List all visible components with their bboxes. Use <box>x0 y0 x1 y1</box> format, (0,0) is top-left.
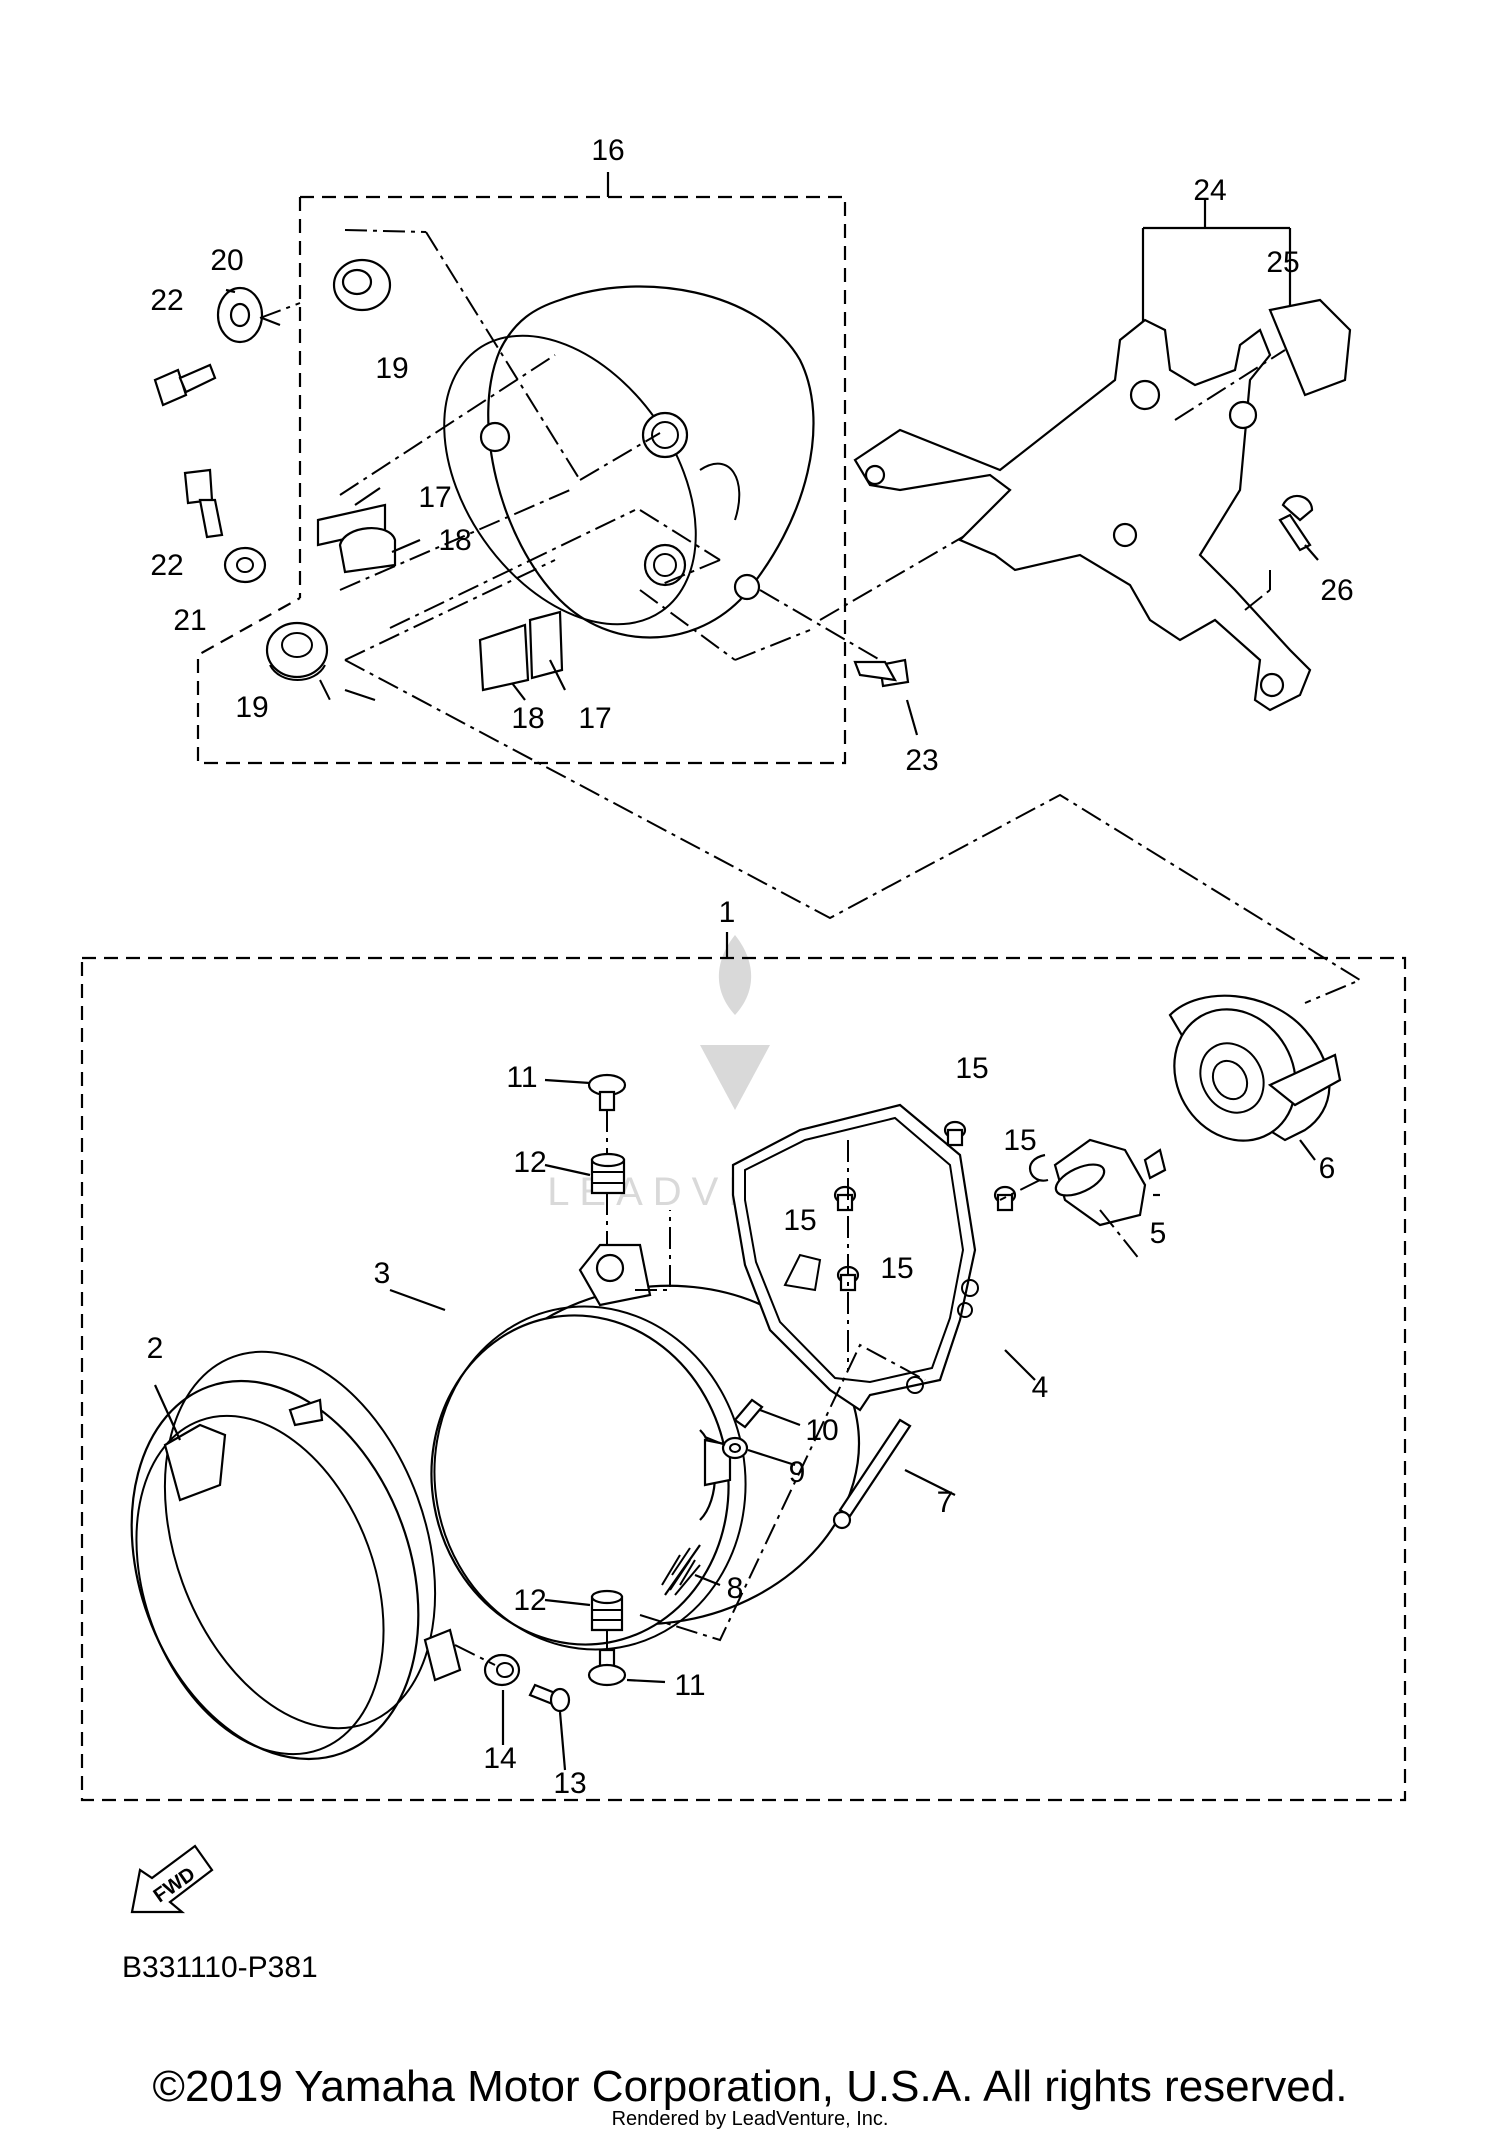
callout-2: 2 <box>147 1332 164 1365</box>
callout-12a: 12 <box>513 1146 546 1179</box>
washer <box>223 546 267 584</box>
copyright-text: ©2019 Yamaha Motor Corporation, U.S.A. A… <box>152 2062 1348 2111</box>
socket-cover <box>1168 994 1342 1142</box>
callout-20: 20 <box>210 244 243 277</box>
callout-25: 25 <box>1266 246 1299 279</box>
callout-3: 3 <box>374 1257 391 1290</box>
callout-12b: 12 <box>513 1584 546 1617</box>
callouts: 16 24 25 20 22 19 17 18 22 21 19 18 17 2… <box>147 134 1354 1800</box>
headlight-shell <box>443 285 815 639</box>
bolt-26 <box>1278 513 1312 552</box>
callout-9: 9 <box>789 1456 806 1489</box>
callout-18a: 18 <box>438 524 471 557</box>
callout-4: 4 <box>1032 1371 1049 1404</box>
callout-22b: 22 <box>150 549 183 582</box>
bolt-top-left <box>153 363 217 407</box>
pivot-15-a <box>943 1120 967 1147</box>
callout-11a: 11 <box>506 1061 537 1094</box>
callout-15c: 15 <box>783 1204 816 1237</box>
callout-8: 8 <box>727 1572 744 1605</box>
callout-19a: 19 <box>375 352 408 385</box>
pivot-15-c <box>833 1185 857 1212</box>
grommet-12-top <box>590 1152 626 1245</box>
rendered-by-text: Rendered by LeadVenture, Inc. <box>611 2108 889 2130</box>
callout-14: 14 <box>483 1742 516 1775</box>
callout-19b: 19 <box>235 691 268 724</box>
callout-17a: 17 <box>418 481 451 514</box>
diagram-code: B331110-P381 <box>122 1951 318 1984</box>
callout-16: 16 <box>591 134 624 167</box>
callout-15d: 15 <box>880 1252 913 1285</box>
callout-10: 10 <box>805 1414 838 1447</box>
callout-15a: 15 <box>955 1052 988 1085</box>
callout-7: 7 <box>937 1486 954 1519</box>
screw-11-top <box>587 1073 627 1155</box>
callout-15b: 15 <box>1003 1124 1036 1157</box>
nut <box>721 1436 749 1460</box>
callout-11b: 11 <box>674 1669 705 1702</box>
leader-lines <box>153 288 1319 1771</box>
bracket-plate <box>1268 298 1352 397</box>
collar <box>216 286 281 344</box>
clip-lower <box>478 610 564 692</box>
shell-assembly-group <box>153 172 1116 765</box>
screw-11-bottom <box>587 1648 627 1687</box>
headlight-bulb <box>999 1138 1167 1261</box>
grommet-lower <box>265 621 329 681</box>
spring <box>661 1544 701 1596</box>
headlight-unit-group <box>80 932 1407 1802</box>
callout-6: 6 <box>1319 1152 1336 1185</box>
grommet-12-bottom <box>590 1589 624 1660</box>
group-16-frame <box>196 195 847 765</box>
callout-23: 23 <box>905 744 938 777</box>
callout-24: 24 <box>1193 174 1226 207</box>
headlight-bracket <box>853 200 1352 712</box>
bolt-middle-left <box>183 468 224 539</box>
fwd-arrow-icon: FWD <box>130 1844 214 1914</box>
group-1-frame <box>80 956 1407 1802</box>
reflector-frame <box>731 1103 979 1412</box>
screw-23 <box>853 658 910 688</box>
headlight-rim <box>130 1350 462 1761</box>
callout-13: 13 <box>553 1767 586 1800</box>
callout-22a: 22 <box>150 284 183 317</box>
callout-1: 1 <box>719 896 736 929</box>
callout-26: 26 <box>1320 574 1353 607</box>
callout-21: 21 <box>173 604 206 637</box>
screw-13 <box>528 1683 571 1713</box>
callout-5: 5 <box>1150 1217 1167 1250</box>
adjuster-screw <box>832 1418 912 1530</box>
clip-upper <box>316 503 397 574</box>
pin <box>733 1398 764 1429</box>
grommet-14 <box>483 1653 521 1687</box>
grommet-top <box>332 258 392 312</box>
callout-17b: 17 <box>578 702 611 735</box>
callout-18b: 18 <box>511 702 544 735</box>
